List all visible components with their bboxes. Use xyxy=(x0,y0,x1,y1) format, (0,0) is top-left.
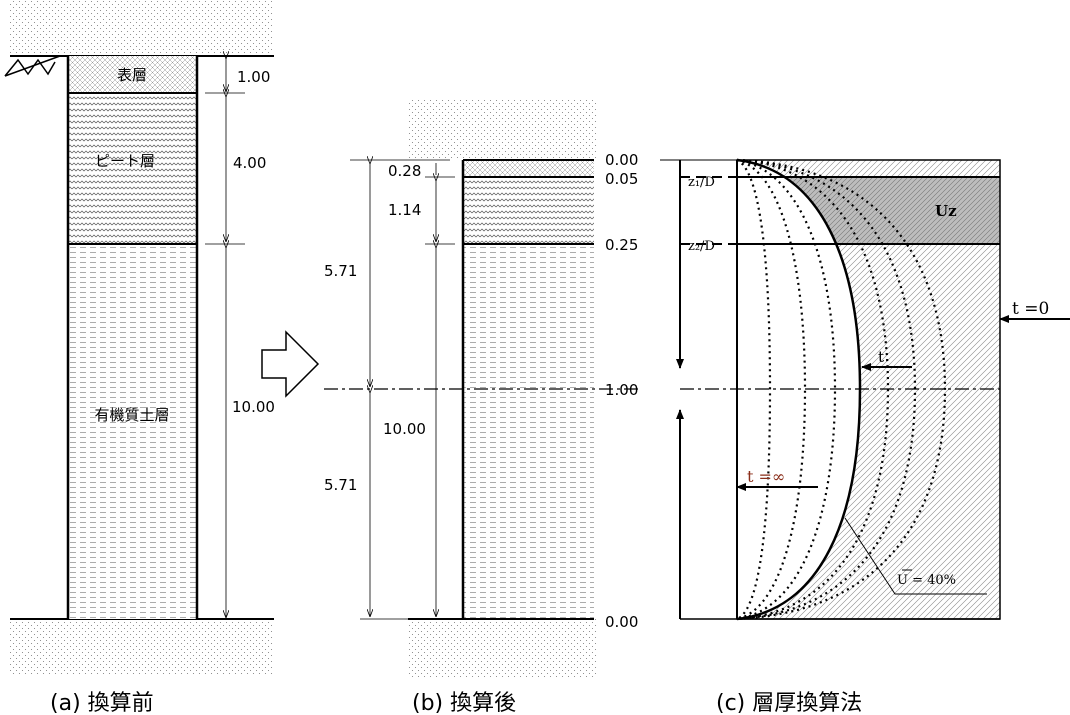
peat-layer-a xyxy=(68,93,197,244)
dim-half-bottom: 5.71 xyxy=(324,476,357,494)
organic-layer-b xyxy=(463,244,594,619)
isochrones xyxy=(736,158,947,621)
thickness-organic: 10.00 xyxy=(232,398,275,416)
peat-layer-b xyxy=(463,177,594,244)
layer-label-organic: 有機質土層 xyxy=(94,406,169,424)
caption-c: (c) 層厚換算法 xyxy=(716,691,862,715)
dimension-lines-b xyxy=(350,160,455,620)
caption-a: (a) 換算前 xyxy=(50,691,154,715)
t-label: t xyxy=(878,348,884,366)
z1-label: z₁/D xyxy=(688,175,715,190)
thickness-surface: 1.00 xyxy=(237,68,270,86)
depth-100: 1.00 xyxy=(605,381,638,399)
z2-label: z₂/D xyxy=(688,239,715,254)
tinf-label: t =∞ xyxy=(747,467,785,486)
surface-layer-a xyxy=(68,56,197,93)
ground-level-symbol xyxy=(4,55,61,77)
depth-025: 0.25 xyxy=(605,236,638,254)
conversion-arrow xyxy=(261,330,320,398)
panel-c: z₁/D z₂/D Uz t =0 t t =∞ U = 40% xyxy=(660,158,1070,621)
t0-label: t =0 xyxy=(1012,299,1049,319)
bottom-soil-a xyxy=(10,619,274,675)
u40-label: U = 40% xyxy=(897,573,956,588)
dim-surface-b: 0.28 xyxy=(388,162,421,180)
layer-label-surface: 表層 xyxy=(117,66,147,84)
dim-total-b: 10.00 xyxy=(383,420,426,438)
panel-a: 表層 ピート層 有機質土層 1.00 4.00 10.00 xyxy=(4,0,275,675)
layer-label-peat: ピート層 xyxy=(95,152,155,170)
organic-layer-a xyxy=(68,244,197,619)
panel-b: 0.28 1.14 5.71 10.00 5.71 0.00 0.05 0.25… xyxy=(324,100,640,677)
caption-b: (b) 換算後 xyxy=(412,691,516,715)
bottom-soil-b xyxy=(408,619,598,677)
depth-0-top: 0.00 xyxy=(605,151,638,169)
u40-leader xyxy=(844,517,987,595)
dimension-lines-a xyxy=(205,56,245,620)
depth-0-bottom: 0.00 xyxy=(605,613,638,631)
top-soil-b xyxy=(408,100,598,160)
dim-half-top: 5.71 xyxy=(324,262,357,280)
ground-surface-soil xyxy=(10,0,274,56)
thickness-peat: 4.00 xyxy=(233,154,266,172)
surface-layer-b xyxy=(463,160,594,177)
dim-peat-b: 1.14 xyxy=(388,201,421,219)
depth-005: 0.05 xyxy=(605,170,638,188)
uz-label: Uz xyxy=(935,202,957,220)
